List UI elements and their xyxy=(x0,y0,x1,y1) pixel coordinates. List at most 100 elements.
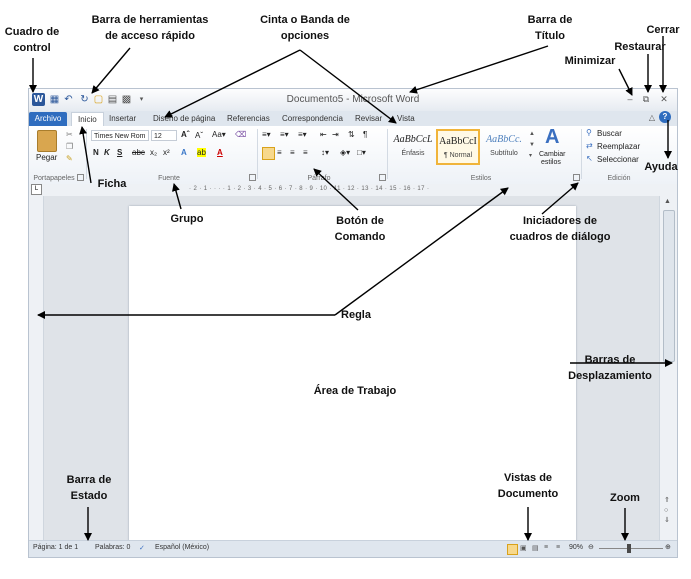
italic-icon[interactable]: K xyxy=(104,148,110,157)
font-name-select[interactable]: Times New Rom xyxy=(91,130,149,141)
find-icon[interactable]: ⚲ xyxy=(586,128,592,137)
vertical-scrollbar[interactable]: ▲ ⇑○⇓ xyxy=(659,196,677,543)
control-box-icon[interactable]: W xyxy=(32,93,45,106)
show-formatting-icon[interactable]: ¶ xyxy=(363,130,368,139)
label-line: Desplazamiento xyxy=(568,370,652,382)
save-icon[interactable]: ▦ xyxy=(49,94,60,105)
sort-icon[interactable]: ⇅ xyxy=(348,130,355,139)
status-language[interactable]: Español (México) xyxy=(155,544,210,551)
strikethrough-icon[interactable]: abc xyxy=(132,148,145,157)
tab-insertar[interactable]: Insertar xyxy=(109,114,137,123)
cut-icon[interactable]: ✂ xyxy=(66,130,73,139)
full-screen-view-icon[interactable]: ▣ xyxy=(520,545,527,552)
document-page[interactable] xyxy=(129,206,576,543)
decrease-indent-icon[interactable]: ⇤ xyxy=(320,130,327,139)
styles-scroll-icon[interactable]: ▲▼▾ xyxy=(529,131,535,159)
style-subtitle[interactable]: AaBbCc. Subtítulo xyxy=(482,129,526,165)
change-styles-icon[interactable]: A xyxy=(545,126,560,148)
change-case-icon[interactable]: Aa▾ xyxy=(212,130,226,139)
print-preview-icon[interactable]: ▤ xyxy=(107,94,118,105)
grow-font-icon[interactable]: Aˆ xyxy=(181,130,190,139)
label-line: cuadros de diálogo xyxy=(509,231,611,243)
group-separator xyxy=(387,129,388,179)
minimize-icon[interactable]: – xyxy=(627,94,633,104)
paste-button-label[interactable]: Pegar xyxy=(36,153,58,162)
bullets-icon[interactable]: ≡▾ xyxy=(262,130,271,139)
numbering-icon[interactable]: ≡▾ xyxy=(280,130,289,139)
browse-object-icon[interactable]: ⇑○⇓ xyxy=(664,497,670,524)
dialog-launcher-font[interactable] xyxy=(249,174,256,181)
draft-view-icon[interactable]: ≡ xyxy=(556,544,561,551)
align-left-icon[interactable] xyxy=(262,147,275,160)
zoom-slider[interactable] xyxy=(599,548,663,549)
replace-button[interactable]: Reemplazar xyxy=(597,142,641,151)
tab-correspondencia[interactable]: Correspondencia xyxy=(282,114,343,123)
status-page[interactable]: Página: 1 de 1 xyxy=(33,544,79,551)
highlight-icon[interactable]: ab xyxy=(197,148,206,157)
outline-view-icon[interactable]: ≡ xyxy=(544,544,549,551)
format-painter-icon[interactable]: ✎ xyxy=(66,154,73,163)
print-icon[interactable]: ▩ xyxy=(121,94,132,105)
font-color-icon[interactable]: A xyxy=(217,148,223,157)
change-styles-label-1[interactable]: Cambiar xyxy=(539,151,566,158)
zoom-in-icon[interactable]: ⊕ xyxy=(665,544,671,551)
tab-inicio[interactable]: Inicio xyxy=(71,112,104,126)
dialog-launcher-clipboard[interactable] xyxy=(77,174,84,181)
superscript-icon[interactable]: x² xyxy=(163,148,170,157)
scroll-up-icon[interactable]: ▲ xyxy=(664,198,671,205)
vertical-ruler[interactable] xyxy=(29,196,44,543)
style-emphasis[interactable]: AaBbCcL Énfasis xyxy=(391,129,435,165)
work-area[interactable] xyxy=(44,196,661,543)
underline-icon[interactable]: S xyxy=(117,148,123,157)
select-icon[interactable]: ↖ xyxy=(586,154,593,163)
zoom-slider-thumb[interactable] xyxy=(627,544,631,553)
tab-referencias[interactable]: Referencias xyxy=(227,114,270,123)
dialog-launcher-paragraph[interactable] xyxy=(379,174,386,181)
text-effects-icon[interactable]: A xyxy=(181,148,187,157)
status-words[interactable]: Palabras: 0 xyxy=(95,544,131,551)
dialog-launcher-styles[interactable] xyxy=(573,174,580,181)
arrow-regla-h xyxy=(334,187,509,316)
line-spacing-icon[interactable]: ↕▾ xyxy=(321,148,330,157)
tab-archivo[interactable]: Archivo xyxy=(29,112,67,126)
shrink-font-icon[interactable]: Aˇ xyxy=(195,131,203,140)
subscript-icon[interactable]: x₂ xyxy=(150,148,158,157)
align-center-icon[interactable]: ≡ xyxy=(277,148,282,157)
multilevel-list-icon[interactable]: ≡▾ xyxy=(298,130,307,139)
tab-diseno-pagina[interactable]: Diseño de página xyxy=(153,114,216,123)
align-right-icon[interactable]: ≡ xyxy=(290,148,295,157)
shading-icon[interactable]: ◈▾ xyxy=(340,148,351,157)
justify-icon[interactable]: ≡ xyxy=(303,148,308,157)
find-button[interactable]: Buscar xyxy=(597,129,622,138)
proofing-icon[interactable]: ✓ xyxy=(139,545,145,552)
zoom-level[interactable]: 90% xyxy=(569,544,584,551)
restore-icon[interactable]: ⧉ xyxy=(642,94,650,104)
tab-selector-icon[interactable]: L xyxy=(31,184,42,195)
undo-icon[interactable]: ↶ xyxy=(64,94,73,105)
font-size-select[interactable]: 12 xyxy=(151,130,177,141)
close-icon[interactable]: ✕ xyxy=(660,94,668,104)
select-button[interactable]: Seleccionar xyxy=(597,155,639,164)
increase-indent-icon[interactable]: ⇥ xyxy=(332,130,339,139)
paste-icon[interactable] xyxy=(37,130,57,152)
web-layout-view-icon[interactable]: ▤ xyxy=(532,545,539,552)
style-normal[interactable]: AaBbCcI ¶ Normal xyxy=(436,129,480,165)
change-styles-label-2[interactable]: estilos xyxy=(541,159,561,166)
zoom-out-icon[interactable]: ⊖ xyxy=(588,544,594,551)
label-status-bar: Barra de Estado xyxy=(56,472,122,504)
open-folder-icon[interactable]: ▢ xyxy=(93,94,104,105)
print-layout-view-icon[interactable] xyxy=(507,544,518,555)
replace-icon[interactable]: ⇄ xyxy=(586,141,593,150)
clear-format-icon[interactable]: ⌫ xyxy=(235,130,247,139)
customize-qat-icon[interactable]: ▾ xyxy=(139,96,144,103)
copy-icon[interactable]: ❐ xyxy=(66,142,74,151)
tab-vista[interactable]: Vista xyxy=(397,114,415,123)
label-line: Barra de xyxy=(66,474,112,486)
label-close: Cerrar xyxy=(646,24,680,36)
minimize-ribbon-icon[interactable]: △ xyxy=(648,113,655,122)
arrow-grupo xyxy=(172,183,182,210)
borders-icon[interactable]: □▾ xyxy=(357,148,366,157)
tab-revisar[interactable]: Revisar xyxy=(355,114,383,123)
bold-icon[interactable]: N xyxy=(93,148,99,157)
redo-icon[interactable]: ↻ xyxy=(80,94,89,105)
